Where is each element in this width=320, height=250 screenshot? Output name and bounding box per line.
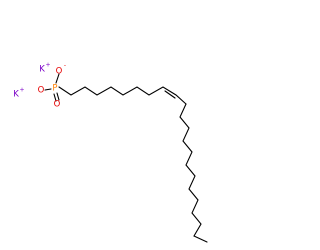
phosphorus-atom-label: P — [52, 84, 57, 94]
oxygen-anion-atom-label-2: O — [38, 86, 45, 96]
p-o-top-bond — [55, 73, 60, 84]
oxygen-anion-charge-label: - — [64, 63, 66, 70]
alkyl-tail-bond — [179, 103, 208, 243]
potassium-charge-label-1: + — [45, 62, 50, 69]
potassium-atom-label-2: K — [13, 90, 19, 100]
oxygen-anion-atom-label: O — [56, 67, 63, 77]
oxygen-double-atom-label: O — [54, 100, 61, 110]
potassium-atom-label-1: K — [39, 65, 45, 75]
chemical-structure-diagram: K + K + O - O O P — [13, 62, 208, 243]
potassium-charge-label-2: + — [19, 87, 24, 94]
cis-double-bond-inner — [164, 90, 176, 99]
p-o-left-bond — [44, 88, 52, 91]
p-o-double-bond-b — [56, 92, 60, 101]
alkyl-chain-bond — [58, 86, 187, 105]
p-o-double-bond-a — [53, 93, 57, 102]
